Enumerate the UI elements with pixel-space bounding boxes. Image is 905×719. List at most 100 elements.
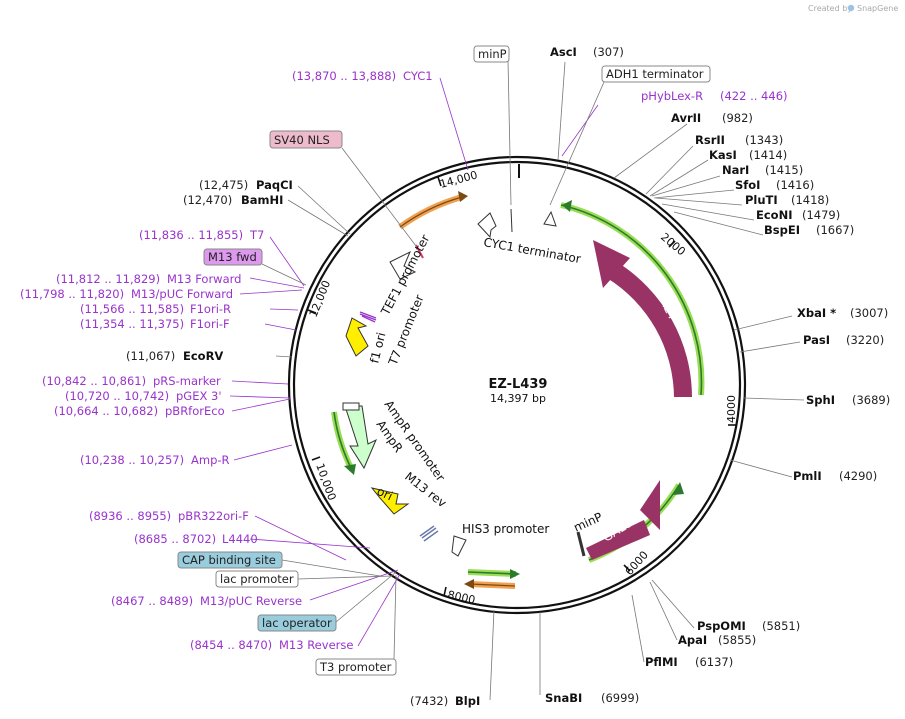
- ori-arrow: [370, 487, 410, 515]
- primer-amp-r-name: Amp-R: [191, 453, 230, 467]
- primer-f1ori-r-name: F1ori-R: [190, 302, 231, 316]
- f1-ori-label: f1 ori: [367, 331, 388, 365]
- enzyme-ecoRV-name: EcoRV: [183, 349, 223, 363]
- enzyme-ecoRV-pos: (11,067): [126, 349, 175, 363]
- primer-prs-marker-name: pRS-marker: [153, 374, 221, 388]
- gal80-arrowhead: [640, 480, 660, 530]
- box-t3-text: T3 promoter: [319, 660, 392, 674]
- gal80-arc-arrowhead: [673, 482, 684, 495]
- his3-promoter-arrow: [451, 535, 467, 557]
- enzyme-pluTI-pos: (1418): [791, 193, 829, 207]
- tick-label-8000: 8000: [446, 588, 476, 607]
- enzyme-avrII-name: AvrII: [671, 111, 701, 125]
- snapgene-logo-icon: [847, 4, 855, 12]
- feature-leaders: [261, 59, 605, 660]
- box-sv40-text: SV40 NLS: [274, 133, 330, 147]
- enzyme-leaders: [275, 61, 805, 701]
- primer-amp-r-range: (10,238 .. 10,257): [80, 453, 184, 467]
- primer-m13puc-forward-name: M13/pUC Forward: [131, 287, 233, 301]
- enzyme-sphI-pos: (3689): [852, 393, 890, 407]
- enzyme-kasI-pos: (1414): [749, 148, 787, 162]
- primer-t7-range: (11,836 .. 11,855): [139, 228, 243, 242]
- primer-m13-reverse-name: M13 Reverse: [279, 638, 353, 652]
- minp-marker-bottom: [576, 531, 586, 557]
- primer-l4440-name: L4440: [222, 532, 258, 546]
- orange-feature-top: [398, 194, 463, 230]
- brand-name: SnapGene: [857, 4, 898, 13]
- enzyme-bamHI-pos: (12,470): [183, 193, 232, 207]
- cyc1-terminator-arrow: [477, 212, 497, 239]
- box-lacp-text: lac promoter: [220, 572, 294, 586]
- orange-feature-top-arrowhead: [458, 191, 468, 202]
- enzyme-sfoI-name: SfoI: [735, 178, 760, 192]
- enzyme-bspEI-name: BspEI: [764, 223, 800, 237]
- box-minp-text: minP: [478, 47, 507, 61]
- plasmid-length: 14,397 bp: [490, 392, 546, 405]
- primer-cluster-left: [359, 311, 377, 323]
- his3-arc-arrowhead: [510, 569, 520, 579]
- box-minp: minP: [473, 45, 510, 63]
- primer-leaders: [229, 77, 599, 647]
- enzyme-blpI-name: BlpI: [455, 694, 480, 708]
- primer-t7-name: T7: [249, 228, 264, 242]
- box-adh1-text: ADH1 terminator: [606, 67, 704, 81]
- box-laco-text: lac operator: [262, 616, 332, 630]
- enzyme-apaI-pos: (5855): [718, 633, 756, 647]
- primer-pbr322ori-f-range: (8936 .. 8955): [89, 509, 171, 523]
- primer-phyblex-r-range: (422 .. 446): [720, 89, 788, 103]
- enzyme-pflMI-pos: (6137): [695, 655, 733, 669]
- box-t3-promoter: T3 promoter: [315, 658, 397, 676]
- tef1-promoter-arrow: [389, 250, 417, 280]
- gal4-arrow: [607, 262, 692, 397]
- enzyme-bspEI-pos: (1667): [816, 223, 854, 237]
- primer-m13-forward-name: M13 Forward: [167, 272, 241, 286]
- gal4-arrowhead: [593, 240, 630, 288]
- his3-promoter-label: HIS3 promoter: [462, 522, 549, 536]
- enzyme-avrII-pos: (982): [722, 111, 753, 125]
- orange-feature-top-line: [399, 196, 463, 228]
- box-m13fwd-text: M13 fwd: [208, 250, 257, 264]
- primer-f1ori-r-range: (11,566 .. 11,585): [80, 302, 184, 316]
- primer-f1ori-f-range: (11,354 .. 11,375): [80, 317, 184, 331]
- enzyme-rsrII-pos: (1343): [745, 133, 783, 147]
- enzyme-pspOMI-pos: (5851): [762, 619, 800, 633]
- enzyme-pasI-pos: (3220): [846, 333, 884, 347]
- backbone-outer: [287, 155, 747, 615]
- enzyme-pasI-name: PasI: [803, 333, 830, 347]
- enzyme-pmlI-name: PmlI: [793, 469, 822, 483]
- primer-m13puc-reverse-name: M13/pUC Reverse: [200, 594, 302, 608]
- tef1-promoter-label: TEF1 promoter: [378, 232, 433, 318]
- enzyme-snaBI-pos: (6999): [601, 691, 639, 705]
- minp-marker-top: [510, 208, 513, 233]
- enzyme-sphI-name: SphI: [806, 393, 835, 407]
- enzyme-pflMI-name: PflMI: [645, 655, 678, 669]
- plasmid-name: EZ-L439: [489, 377, 548, 392]
- minp-inner-label: minP: [572, 510, 605, 535]
- primer-f1ori-f-name: F1ori-F: [190, 317, 230, 331]
- ori-label: ori: [375, 484, 395, 503]
- enzyme-narI-pos: (1415): [765, 163, 803, 177]
- primer-prs-marker-range: (10,842 .. 10,861): [42, 374, 146, 388]
- box-sv40-nls: SV40 NLS: [269, 130, 343, 149]
- gal4-arc-arrowhead: [562, 200, 572, 212]
- gal4-arc: [560, 204, 703, 396]
- primer-pgex3-name: pGEX 3': [176, 389, 222, 403]
- primer-m13puc-reverse-range: (8467 .. 8489): [111, 594, 193, 608]
- box-cap-text: CAP binding site: [182, 553, 276, 567]
- f1-ori-arrow: [345, 317, 369, 357]
- enzyme-narI-name: NarI: [722, 163, 749, 177]
- cyc1-terminator-label: CYC1 terminator: [482, 235, 581, 266]
- enzyme-ascI-name: AscI: [550, 45, 577, 59]
- enzyme-pmlI-pos: (4290): [839, 469, 877, 483]
- tick-marks: [307, 176, 737, 597]
- ampr-arc-arrowhead: [344, 464, 356, 475]
- brand-prefix: Created by: [808, 4, 852, 13]
- enzyme-snaBI-name: SnaBI: [545, 691, 582, 705]
- orange-feature-bottom-line: [469, 583, 516, 587]
- enzyme-ecoNI-pos: (1479): [802, 208, 840, 222]
- ampr-arrow: [344, 405, 377, 470]
- enzyme-rsrII-name: RsrII: [695, 133, 725, 147]
- tick-label-4000: 4000: [725, 395, 738, 423]
- gal80-arrow: [586, 520, 650, 560]
